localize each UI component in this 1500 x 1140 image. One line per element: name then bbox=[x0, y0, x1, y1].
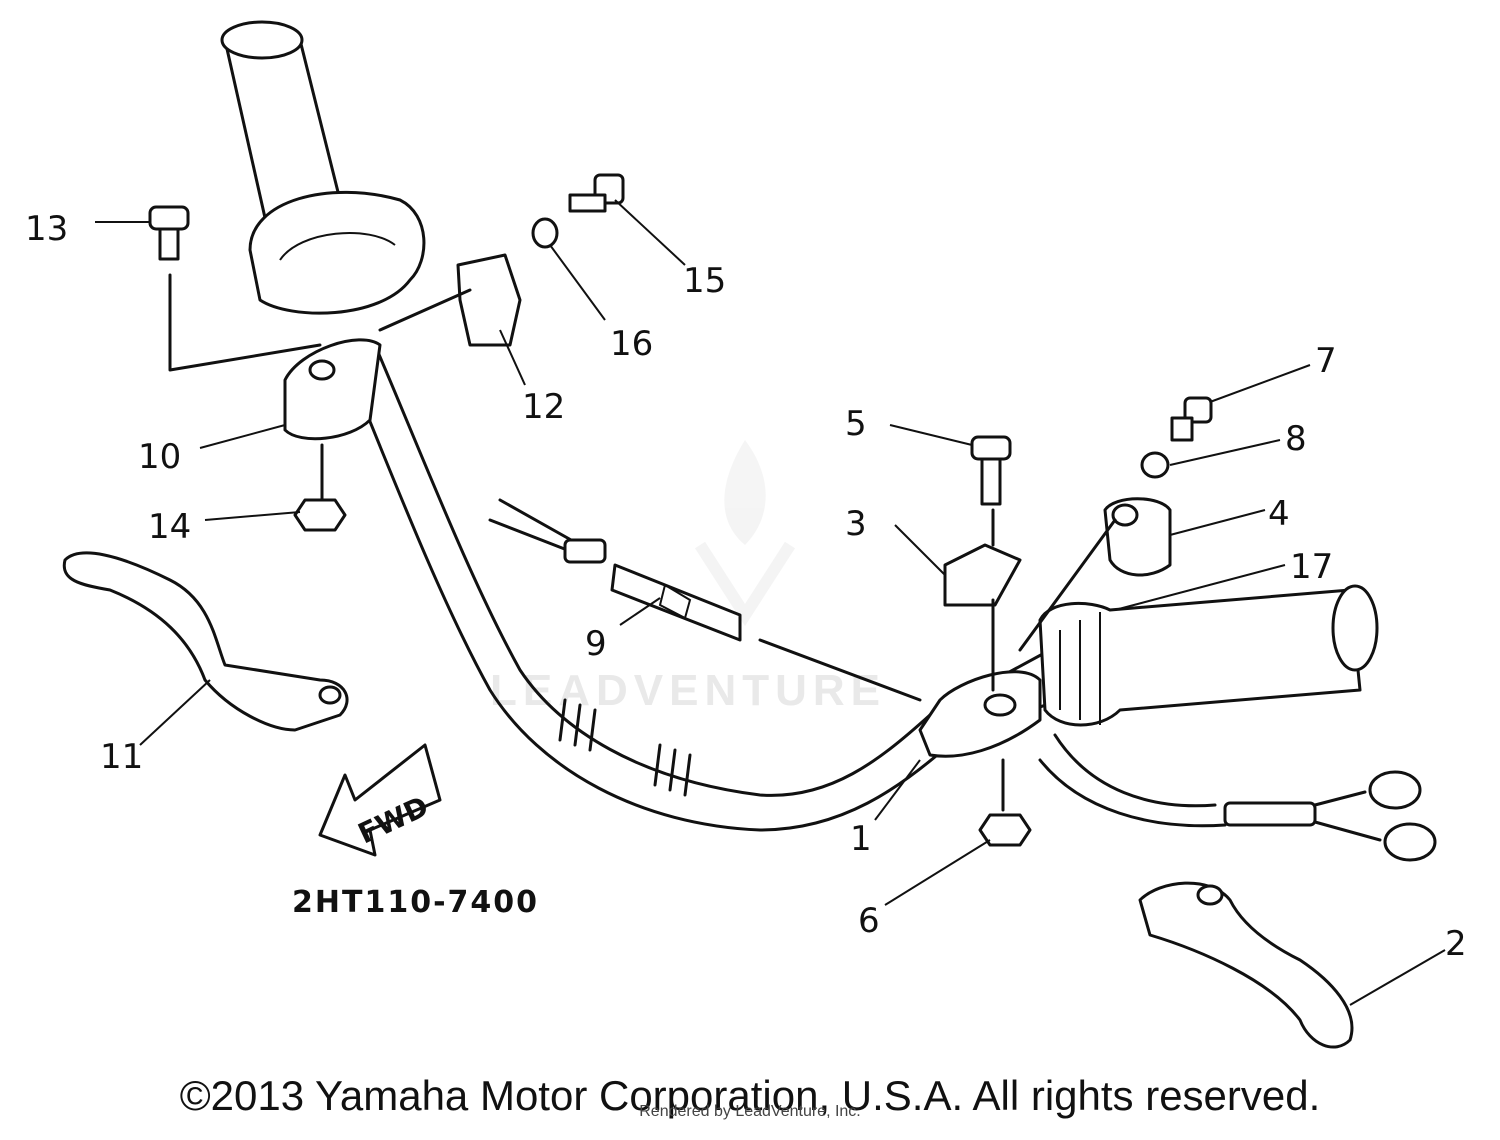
callout-14: 14 bbox=[148, 507, 191, 547]
callout-16: 16 bbox=[610, 324, 653, 364]
part-11-lever bbox=[62, 551, 349, 732]
callout-13: 13 bbox=[25, 209, 68, 249]
part-4-holder bbox=[1103, 497, 1172, 577]
callout-10: 10 bbox=[138, 437, 181, 477]
assembly-lines bbox=[168, 273, 1117, 812]
part-13-bolt bbox=[148, 205, 190, 261]
part-code: 2HT110-7400 bbox=[292, 885, 539, 920]
callout-5: 5 bbox=[845, 404, 867, 444]
callout-6: 6 bbox=[858, 901, 880, 941]
callout-7: 7 bbox=[1315, 341, 1337, 381]
part-12-switch bbox=[456, 253, 522, 347]
part-6-nut bbox=[978, 813, 1032, 847]
right-grip bbox=[1038, 584, 1379, 727]
part-10-clamp bbox=[283, 338, 382, 441]
part-9-cable bbox=[488, 498, 922, 702]
part-16-washer bbox=[531, 217, 559, 249]
part-7-screw bbox=[1170, 396, 1213, 442]
callout-1: 1 bbox=[850, 819, 872, 859]
part-1-clamp bbox=[918, 670, 1042, 758]
throttle-grip bbox=[220, 20, 426, 315]
part-15-screw bbox=[568, 173, 625, 213]
watermark-logo bbox=[694, 440, 796, 627]
callout-3: 3 bbox=[845, 504, 867, 544]
callout-8: 8 bbox=[1285, 419, 1307, 459]
callout-17: 17 bbox=[1290, 547, 1333, 587]
rendered-by-note: Rendered by LeadVenture, Inc. bbox=[639, 1103, 861, 1120]
copyright-notice: ©2013 Yamaha Motor Corporation, U.S.A. A… bbox=[179, 1072, 1321, 1119]
part-5-bolt bbox=[970, 435, 1012, 506]
callout-2: 2 bbox=[1445, 924, 1467, 964]
part-8-washer bbox=[1140, 451, 1170, 479]
part-17-wiring bbox=[1038, 733, 1437, 862]
fwd-arrow: FWD bbox=[318, 743, 442, 857]
callout-4: 4 bbox=[1268, 494, 1290, 534]
part-2-lever bbox=[1138, 881, 1354, 1049]
callout-9: 9 bbox=[585, 624, 607, 664]
part-14-nut bbox=[293, 498, 347, 532]
callout-11: 11 bbox=[100, 737, 143, 777]
leader-lines bbox=[95, 199, 1446, 1006]
callout-12: 12 bbox=[522, 387, 565, 427]
callout-15: 15 bbox=[683, 261, 726, 301]
part-3-switch bbox=[943, 543, 1022, 607]
watermark-text: LEADVENTURE bbox=[490, 666, 886, 715]
